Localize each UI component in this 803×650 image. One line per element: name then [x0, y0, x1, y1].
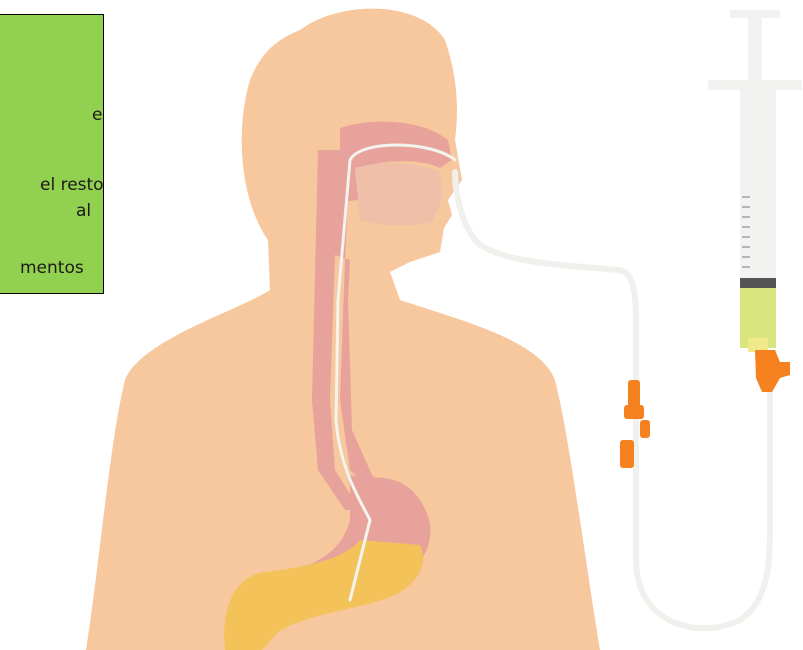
note-line: al	[76, 201, 91, 221]
note-line: mentos	[20, 258, 84, 278]
note-box: e el resto al mentos	[0, 14, 104, 294]
syringe-barrel	[740, 88, 776, 278]
note-line: e	[92, 105, 102, 125]
note-line: el resto	[40, 175, 104, 195]
plunger-seal	[740, 278, 776, 288]
feeding-syringe	[708, 10, 802, 392]
plunger-rod	[748, 18, 762, 88]
mouth-area	[355, 163, 442, 226]
syringe-neck	[748, 338, 768, 352]
plunger-cap	[730, 10, 780, 18]
syringe-tip-connector	[755, 350, 790, 392]
